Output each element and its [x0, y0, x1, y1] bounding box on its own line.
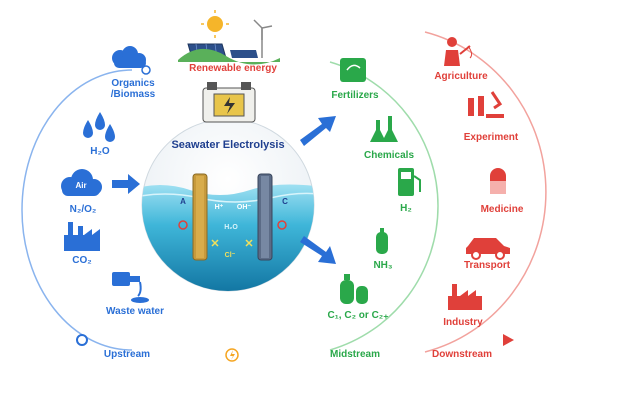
sphere-to-products-arrow: [300, 236, 336, 264]
cl-minus-label: Cl⁻: [224, 252, 236, 259]
upstream-item-n2o2: N₂/O₂: [69, 204, 97, 215]
h-plus-label: H⁺: [214, 204, 224, 211]
midstream-item-c1-c2: C₁, C₂ or C₂₊: [327, 310, 389, 321]
upstream-item-h2o: H₂O: [90, 146, 110, 157]
waste-water-pipe-icon: [112, 272, 149, 303]
biomass-icon: [112, 46, 151, 75]
electrolyzer-device-icon: [202, 82, 256, 123]
carbon-products-tanks-icon: [340, 274, 368, 304]
cathode-label: C: [282, 197, 288, 206]
factory-co2-icon: [64, 222, 100, 251]
downstream-item-medicine: Medicine: [480, 204, 524, 215]
air-badge: Air: [75, 181, 87, 190]
anode-label: A: [180, 197, 186, 206]
upstream-item-waste-water: Waste water: [106, 306, 164, 317]
upstream-item-co2: CO₂: [72, 255, 92, 266]
renewable-energy-icon: [178, 10, 280, 65]
downstream-item-agriculture: Agriculture: [434, 71, 488, 82]
sphere-to-fertilizers-arrow: [300, 116, 336, 146]
transport-car-icon: [466, 238, 510, 260]
downstream-item-experiment: Experiment: [463, 132, 519, 143]
industry-factory-icon: [448, 284, 482, 310]
downstream-arc: [424, 31, 547, 353]
air-cloud-icon: [61, 169, 102, 196]
agriculture-farmer-icon: [444, 37, 473, 66]
midstream-item-chemicals: Chemicals: [363, 150, 415, 161]
h2o-center-label: H₂O: [224, 224, 238, 231]
electrolysis-sphere: [141, 118, 315, 292]
upstream-item-organics: Organics /Biomass: [110, 78, 156, 100]
bar-label-upstream: Upstream: [103, 349, 151, 360]
water-drops-icon: [83, 112, 115, 142]
midstream-item-fertilizers: Fertilizers: [331, 90, 379, 101]
downstream-item-transport: Transport: [463, 260, 511, 271]
ammonia-cylinder-icon: [376, 228, 388, 254]
experiment-microscope-icon: [468, 91, 504, 118]
hydrogen-pump-icon: [398, 168, 421, 196]
fertilizer-bag-icon: [340, 58, 366, 82]
downstream-item-industry: Industry: [443, 317, 483, 328]
midstream-item-nh3: NH₃: [373, 260, 393, 271]
value-chain-bar: [76, 334, 514, 362]
oh-minus-label: OH⁻: [236, 204, 252, 211]
midstream-arc: [329, 61, 439, 351]
renewable-energy-label: Renewable energy: [189, 63, 277, 74]
bar-label-downstream: Downstream: [431, 349, 492, 360]
seawater-electrolysis-title: Seawater Electrolysis: [171, 139, 285, 151]
midstream-item-h2: H₂: [400, 203, 412, 214]
upstream-to-sphere-arrow: [112, 174, 140, 194]
bar-label-midstream: Midstream: [329, 349, 380, 360]
medicine-capsule-icon: [490, 168, 506, 194]
chemical-flasks-icon: [370, 116, 398, 142]
